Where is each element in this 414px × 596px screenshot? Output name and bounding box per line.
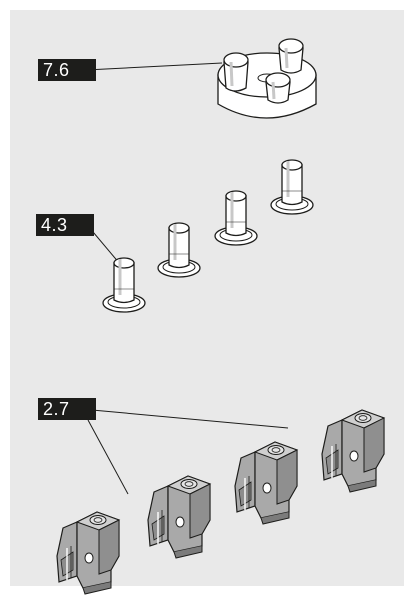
callout-label-4-3: 4.3 [36, 214, 94, 236]
clamp-bracket-4 [321, 409, 385, 493]
knob-base-with-three-pegs-icon [217, 38, 317, 119]
callout-label-7-6: 7.6 [38, 59, 96, 81]
clamp-bracket-2 [147, 475, 211, 559]
clamp-bracket-3 [234, 441, 298, 525]
flanged-pin-icon [101, 158, 315, 314]
clamp-bracket-icon [56, 409, 385, 595]
flanged-pin-4 [269, 158, 315, 216]
clamp-bracket-1 [56, 511, 120, 595]
flanged-pin-2 [156, 221, 202, 279]
leader-line-7-6 [85, 62, 223, 71]
flanged-pin-1 [101, 256, 147, 314]
leader-line-2-7-a [91, 409, 289, 429]
flanged-pin-3 [213, 189, 259, 247]
leader-line-2-7-b [87, 419, 129, 495]
callout-label-2-7: 2.7 [38, 398, 96, 420]
